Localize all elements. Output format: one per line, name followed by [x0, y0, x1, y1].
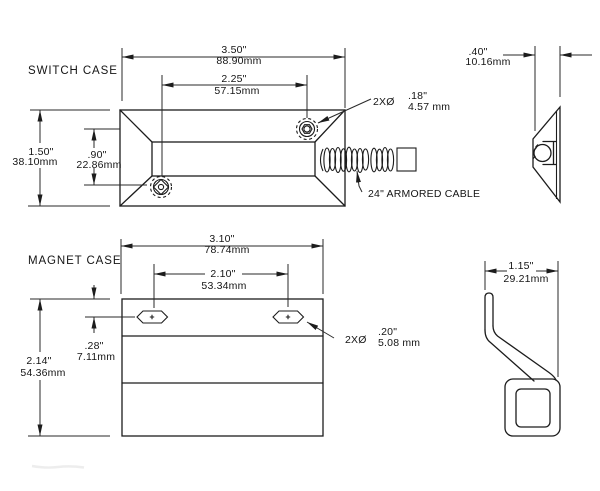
magnet-extension-lines [28, 239, 559, 437]
leader-switch-holes [317, 98, 372, 124]
screw-retainer [542, 140, 557, 166]
dim-text-magnet-depth-in: 1.15" [508, 260, 533, 272]
slot-center-mark [285, 314, 291, 320]
magnet-case-title: MAGNET CASE [28, 255, 121, 267]
slot-center-mark [149, 314, 155, 320]
faint-watermark-smudge [31, 464, 85, 469]
screw-diamond [152, 178, 170, 196]
switch-case-front-view [119, 109, 417, 207]
dim-text-magnet-span-mm: 53.34mm [201, 280, 246, 292]
dimension-lines [37, 52, 592, 436]
dim-text-magnet-width-in: 3.10" [209, 233, 234, 245]
magnet-side-strap-inner [492, 325, 557, 381]
dim-text-magnet-offset-in: .28" [84, 340, 103, 352]
dim-text-switch-hole-qty: 2XØ [373, 96, 395, 108]
dim-text-switch-depth-in: .40" [468, 46, 487, 58]
magnet-housing-inner [515, 388, 551, 428]
dim-text-switch-width-mm: 88.90mm [216, 55, 261, 67]
switch-side-profile [532, 105, 561, 204]
countersink-dashed-circle [295, 117, 319, 141]
switch-case-title: SWITCH CASE [28, 65, 118, 77]
switch-outer-body [119, 109, 346, 207]
magnet-outer-body [121, 298, 324, 437]
magnet-slot-right [272, 310, 305, 324]
dim-text-magnet-height-in: 2.14" [26, 355, 51, 367]
dim-text-magnet-hole-in: .20" [378, 326, 397, 338]
magnet-side-strap-outer [484, 329, 535, 382]
dim-text-switch-span-in: 2.25" [221, 73, 246, 85]
leader-armored-cable [356, 170, 363, 193]
magnet-case-side-view [484, 292, 561, 437]
dim-text-switch-height-mm: 38.10mm [12, 156, 57, 168]
dim-text-magnet-span-in: 2.10" [210, 268, 235, 280]
cable-ferrule [396, 147, 417, 172]
switch-bevel-edges [119, 109, 346, 207]
dim-text-magnet-hole-mm: 5.08 mm [378, 337, 420, 349]
dim-text-magnet-width-mm: 78.74mm [204, 244, 249, 256]
annotations: SWITCH CASE MAGNET CASE 3.50" 88.90mm 2.… [12, 44, 548, 379]
dim-text-switch-span-mm: 57.15mm [214, 85, 259, 97]
dim-text-switch-depth-mm: 10.16mm [465, 56, 510, 68]
dim-text-magnet-offset-mm: 7.11mm [77, 351, 115, 363]
dim-text-switch-offset-in: .90" [87, 149, 106, 161]
dim-text-switch-height-in: 1.50" [28, 146, 53, 158]
countersink-dashed-circle [149, 175, 173, 199]
switch-case-side-view [532, 105, 561, 204]
dim-text-magnet-height-mm: 54.36mm [20, 367, 65, 379]
screw-hatch [532, 144, 539, 160]
dim-text-switch-hole-in: .18" [408, 90, 427, 102]
hex-socket [301, 124, 313, 134]
dim-text-magnet-depth-mm: 29.21mm [503, 273, 548, 285]
cable-exit-arc [319, 148, 324, 172]
magnet-case-front-view [121, 298, 324, 437]
magnet-housing-outer [504, 378, 561, 437]
dim-text-switch-offset-mm: 22.86mm [76, 159, 121, 171]
switch-extension-lines [28, 46, 561, 207]
switch-screw-hole-bottom-left [149, 175, 173, 199]
magnet-side-tab [484, 292, 494, 331]
leader-magnet-slots [306, 321, 335, 339]
armored-cable-label: 24" ARMORED CABLE [368, 188, 480, 200]
switch-inner-face [151, 141, 316, 177]
armored-cable [319, 146, 417, 174]
switch-screw-hole-top-right [295, 117, 319, 141]
magnet-slot-left [136, 310, 169, 324]
dim-text-switch-width-in: 3.50" [221, 44, 246, 56]
dim-text-switch-hole-mm: 4.57 mm [408, 101, 450, 113]
dim-text-magnet-hole-qty: 2XØ [345, 334, 367, 346]
switch-side-screw [532, 140, 557, 166]
cable-coil [323, 146, 395, 174]
magnet-mold-lines [121, 335, 324, 384]
